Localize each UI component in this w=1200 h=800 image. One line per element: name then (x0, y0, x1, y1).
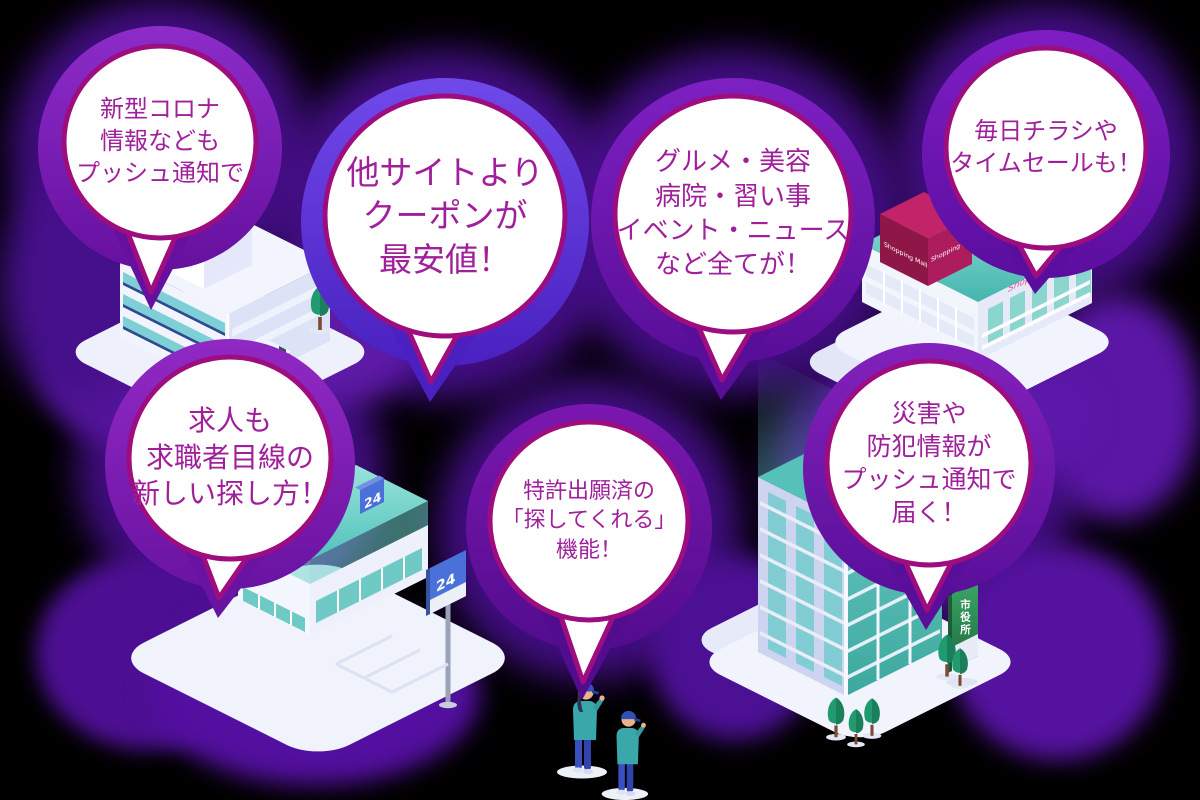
speech-bubble-covid (38, 26, 282, 310)
person (601, 710, 649, 800)
tree (826, 697, 846, 741)
bubble-line: 最安値！ (379, 239, 511, 279)
speech-bubble-categories-text: グルメ・美容 病院・習い事 イベント・ニュース など全てが！ (615, 96, 851, 332)
bubble-line: 毎日チラシや (974, 117, 1118, 146)
bubble-line: 情報なども (100, 127, 220, 156)
speech-bubble-coupon-text: 他サイトより クーポンが 最安値！ (325, 96, 565, 336)
cityhall-sign-text: 市役所 (959, 599, 971, 637)
convenience-store-building: 24 24 (131, 465, 505, 752)
parking-lines (335, 634, 449, 694)
bubble-line: 他サイトより (346, 152, 544, 192)
bubble-line: 「探してくれる」 (501, 508, 677, 534)
speech-bubble-flyers-text: 毎日チラシや タイムセールも！ (946, 48, 1146, 248)
speech-bubble-patent (466, 404, 712, 700)
bubble-line: プッシュ通知で (841, 465, 1017, 494)
bubble-line: 新型コロナ (100, 95, 220, 124)
bubble-line: イベント・ニュース (616, 216, 850, 246)
bubble-line: など全てが！ (654, 250, 811, 281)
tree (950, 648, 970, 689)
bubble-line: 病院・習い事 (654, 181, 811, 212)
speech-bubble-jobs (105, 339, 355, 618)
bubble-line: プッシュ通知で (76, 158, 244, 187)
speech-bubble-coupon (301, 78, 589, 402)
speech-bubble-patent-text: 特許出願済の 「探してくれる」 機能！ (490, 422, 688, 620)
bubble-line: 機能！ (555, 537, 622, 563)
bubble-line: クーポンが (362, 196, 528, 236)
bubble-line: 災害や (891, 399, 967, 428)
bubble-line: 求人も (187, 403, 272, 437)
bubble-line: グルメ・美容 (654, 147, 811, 178)
tree (862, 698, 882, 739)
bubble-line: 特許出願済の (522, 479, 655, 505)
speech-bubble-flyers (922, 30, 1170, 294)
speech-bubble-disaster-text: 災害や 防犯情報が プッシュ通知で 届く！ (827, 361, 1031, 565)
store-pole-sign: 24 (426, 550, 466, 709)
person (557, 682, 607, 779)
bubble-line: 届く！ (891, 498, 967, 527)
bubble-line: 防犯情報が (866, 432, 992, 461)
tree (847, 709, 865, 748)
bubble-line: タイムセールも！ (950, 149, 1142, 177)
speech-bubble-disaster (803, 343, 1055, 630)
speech-bubble-jobs-text: 求人も 求職者目線の 新しい探し方！ (129, 357, 331, 559)
tree (936, 634, 958, 681)
speech-bubble-covid-text: 新型コロナ 情報なども プッシュ通知で (64, 46, 256, 238)
speech-bubble-categories (591, 78, 875, 400)
bubble-line: 求職者目線の (145, 440, 314, 474)
bubble-line: 新しい探し方！ (131, 477, 328, 511)
